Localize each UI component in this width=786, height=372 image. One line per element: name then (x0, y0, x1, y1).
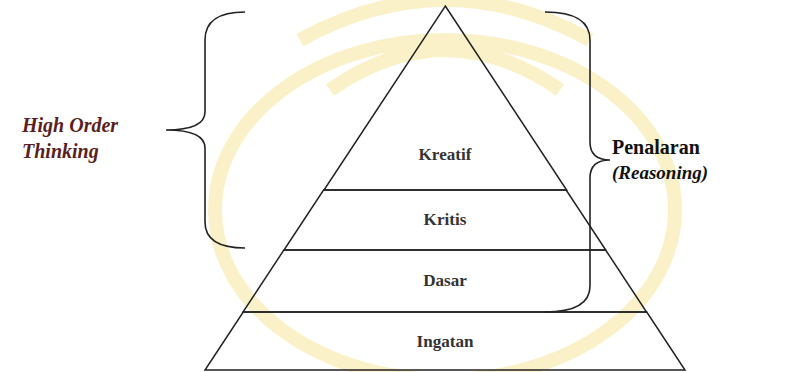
right-brace (545, 12, 610, 312)
band-label: Dasar (243, 269, 647, 293)
pyramid-band: Ingatan (205, 312, 685, 370)
pyramid-band: Dasar (243, 250, 647, 312)
band-label: Ingatan (205, 330, 685, 354)
pyramid-band: Kritis (284, 190, 606, 250)
watermark (215, 0, 675, 372)
bracket-label: Penalaran (612, 134, 782, 160)
bracket-label: High Order Thinking (22, 112, 162, 164)
bracket-sublabel: (Reasoning) (612, 160, 782, 186)
band-shape (324, 6, 567, 190)
pyramid-band: Kreatif (324, 6, 567, 190)
band-label: Kreatif (324, 143, 567, 167)
left-brace (166, 12, 245, 248)
band-shape (243, 250, 647, 312)
band-shape (284, 190, 606, 250)
band-shape (205, 312, 685, 370)
band-label: Kritis (284, 208, 606, 232)
